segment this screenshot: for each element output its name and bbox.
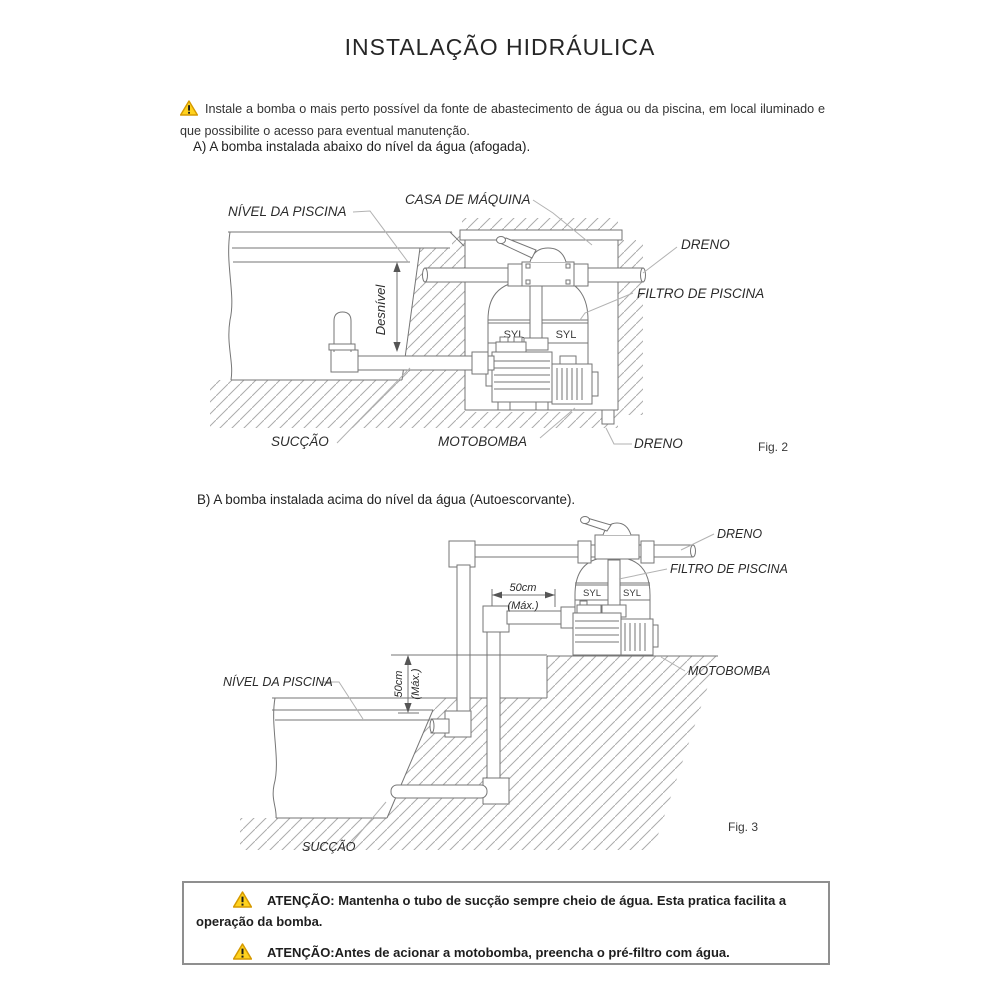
fig3-diagram: SYL SYL 50cm — [223, 516, 788, 854]
page-title: INSTALAÇÃO HIDRÁULICA — [344, 34, 656, 60]
warning-triangle-icon — [232, 891, 253, 908]
fig2-multiport-valve — [496, 236, 589, 287]
fig2-diagram: SYL SYL — [210, 192, 788, 454]
fig2-vertical-pipe — [523, 284, 549, 351]
fig3-ground-hatch — [240, 656, 718, 850]
fig3-tank-label-right: SYL — [623, 588, 641, 599]
fig3-dimension-horizontal: 50cm (Máx.) — [491, 582, 556, 612]
fig3-leader-lines — [321, 533, 715, 847]
fig2-desnivel-dimension: Desnível — [373, 262, 401, 352]
attention-box: ATENÇÃO: Mantenha o tubo de sucção sempr… — [182, 881, 830, 965]
attention-item-2-text: ATENÇÃO:Antes de acionar a motobomba, pr… — [267, 945, 730, 960]
fig3-label-nivel-da-piscina: NÍVEL DA PISCINA — [223, 674, 333, 689]
fig2-leader-lines — [336, 199, 678, 445]
fig3-dim-v-qualifier: (Máx.) — [410, 668, 422, 700]
fig2-tank-label-right: SYL — [556, 329, 577, 341]
section-a-heading: A) A bomba instalada abaixo do nível da … — [193, 139, 531, 154]
fig2-label-dreno-bottom: DRENO — [634, 436, 683, 451]
fig2-drain-stub — [601, 409, 615, 425]
intro-warning-text: Instale a bomba o mais perto possível da… — [180, 101, 825, 138]
fig2-desnivel-label: Desnível — [373, 284, 388, 336]
attention-item-2: ATENÇÃO:Antes de acionar a motobomba, pr… — [196, 942, 817, 963]
fig2-label-casa-de-maquina: CASA DE MÁQUINA — [405, 192, 531, 207]
fig2-pump — [485, 336, 599, 411]
intro-warning: Instale a bomba o mais perto possível da… — [179, 98, 825, 142]
fig3-label-succao: SUCÇÃO — [302, 840, 356, 854]
fig2-pool — [228, 231, 465, 381]
attention-item-1: ATENÇÃO: Mantenha o tubo de sucção sempr… — [196, 890, 817, 932]
fig3-dimension-vertical: 50cm (Máx.) — [391, 654, 547, 714]
fig2-label-filtro-de-piscina: FILTRO DE PISCINA — [637, 286, 764, 301]
fig3-multiport-valve — [577, 516, 655, 564]
warning-triangle-icon — [232, 943, 253, 960]
fig3-label-filtro-de-piscina: FILTRO DE PISCINA — [670, 562, 788, 576]
fig3-dim-v-value: 50cm — [393, 671, 405, 698]
fig3-dim-h-qualifier: (Máx.) — [507, 600, 539, 612]
fig3-pump — [572, 600, 659, 656]
fig3-label-dreno: DRENO — [717, 527, 762, 541]
fig2-label-dreno-top: DRENO — [681, 237, 730, 252]
fig2-label-succao: SUCÇÃO — [271, 434, 329, 449]
fig2-label-motobomba: MOTOBOMBA — [438, 434, 527, 449]
fig3-caption: Fig. 3 — [728, 820, 758, 834]
fig3-suction-pipe — [390, 605, 576, 805]
fig2-caption: Fig. 2 — [758, 440, 788, 454]
warning-triangle-icon — [179, 99, 199, 116]
fig2-label-nivel-da-piscina: NÍVEL DA PISCINA — [228, 204, 347, 219]
fig2-suction-pipe — [328, 311, 495, 375]
fig3-label-motobomba: MOTOBOMBA — [688, 664, 770, 678]
fig3-tank-label-left: SYL — [583, 588, 601, 599]
fig3-dim-h-value: 50cm — [510, 582, 537, 594]
section-b-heading: B) A bomba instalada acima do nível da á… — [197, 492, 576, 507]
attention-item-1-text: ATENÇÃO: Mantenha o tubo de sucção sempr… — [196, 893, 787, 929]
